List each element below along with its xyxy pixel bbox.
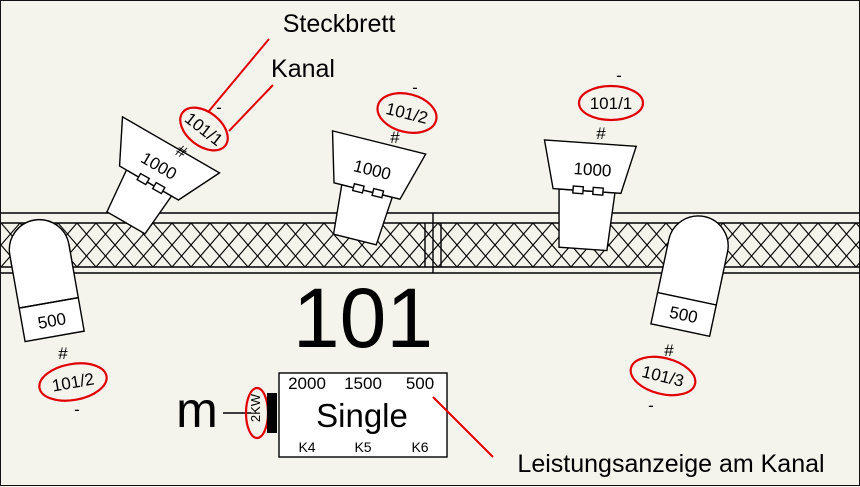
circuit-highlight	[38, 362, 108, 402]
fixture-500-right[interactable]: 500	[650, 210, 734, 338]
dash: -	[412, 78, 418, 97]
connector-block	[267, 393, 277, 433]
circuit-highlight	[179, 106, 229, 152]
fixture-label-right: # 101/3 -	[629, 341, 697, 415]
channel-k4: K4	[298, 439, 315, 455]
fixture-label-b: - 101/2 #	[376, 78, 438, 147]
fixture-1000-a[interactable]: 1000	[78, 115, 221, 251]
dash: -	[648, 396, 654, 415]
circuit-number: 101	[293, 271, 433, 365]
annotation-kanal: Kanal	[271, 55, 335, 83]
dimmer-box	[278, 372, 448, 458]
hash-symbol: #	[390, 128, 400, 147]
circuit-highlight	[577, 84, 645, 122]
dimmer-mode: Single	[316, 397, 408, 434]
channel-k5: K5	[354, 439, 371, 455]
fixture-1000-c[interactable]: 1000	[537, 139, 638, 252]
circuit-highlight	[376, 92, 438, 134]
leader-steckbrett	[208, 38, 270, 112]
circuit-label: 101/3	[640, 362, 686, 391]
annotation-steckbrett: Steckbrett	[283, 10, 396, 38]
dimmer-value-k4: 2000	[288, 374, 326, 393]
dimmer-module[interactable]: m 2KW 2000 1500 500 Single K4 K5 K6	[176, 372, 448, 458]
hash-symbol: #	[664, 341, 674, 360]
annotation-leistungsanzeige: Leistungsanzeige am Kanal	[517, 450, 824, 478]
leader-kanal	[228, 84, 274, 132]
dash: -	[616, 66, 622, 85]
fixture-wattage: 500	[36, 309, 67, 333]
dimmer-value-k5: 1500	[344, 374, 382, 393]
fixture-label-left: # 101/2 -	[38, 344, 108, 419]
annotations: Steckbrett Kanal Leistungsanzeige am Kan…	[208, 10, 825, 478]
circuit-label: 101/1	[590, 94, 633, 113]
fixture-500-left[interactable]: 500	[5, 215, 85, 343]
fixture-label-c: - 101/1 #	[577, 66, 645, 143]
circuit-label: 101/2	[50, 369, 95, 395]
dash: -	[216, 98, 222, 117]
circuit-highlight	[629, 355, 697, 397]
dimmer-value-k6: 500	[406, 374, 434, 393]
channel-k6: K6	[411, 439, 428, 455]
dimmer-rating: 2KW	[248, 393, 263, 422]
fixture-label-a: - 101/1 #	[172, 98, 229, 162]
fixture-wattage: 1000	[573, 159, 612, 181]
dimmer-symbol: m	[176, 382, 218, 438]
hash-symbol: #	[596, 124, 606, 143]
hash-symbol: #	[58, 344, 68, 363]
fixture-1000-b[interactable]: 1000	[308, 129, 427, 251]
circuit-label: 101/2	[384, 99, 430, 128]
leader-leistung	[432, 396, 494, 458]
dash: -	[74, 400, 80, 419]
